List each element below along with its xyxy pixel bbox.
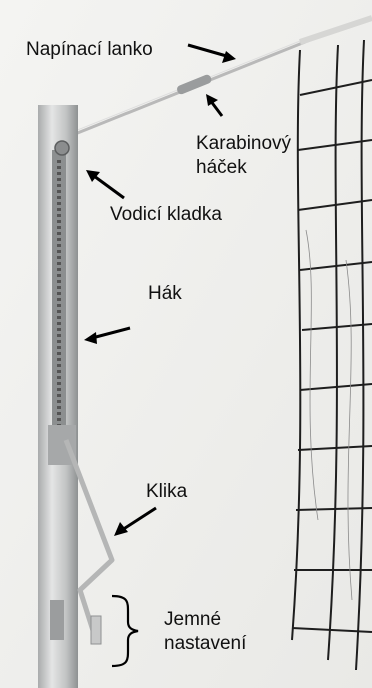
- label-jemne-nastaveni-line-1: Jemné: [164, 608, 246, 632]
- label-karabinovy-hacek-line-1: Karabinový: [196, 132, 291, 156]
- label-hak-text: Hák: [148, 282, 182, 306]
- label-jemne-nastaveni-line-2: nastavení: [164, 632, 246, 656]
- label-napinaci-lanko: Napínací lanko: [26, 38, 153, 62]
- label-napinaci-lanko-text: Napínací lanko: [26, 38, 153, 62]
- label-klika-text: Klika: [146, 480, 187, 504]
- crank-grip: [91, 616, 101, 644]
- label-karabinovy-hacek: Karabinový háček: [196, 132, 291, 180]
- label-vodici-kladka: Vodicí kladka: [110, 203, 222, 227]
- pole-foot-slot: [50, 600, 64, 640]
- guide-pulley: [55, 141, 69, 155]
- label-jemne-nastaveni: Jemné nastavení: [164, 608, 246, 656]
- label-vodici-kladka-text: Vodicí kladka: [110, 203, 222, 227]
- label-hak: Hák: [148, 282, 182, 306]
- label-klika: Klika: [146, 480, 187, 504]
- label-karabinovy-hacek-line-2: háček: [196, 156, 291, 180]
